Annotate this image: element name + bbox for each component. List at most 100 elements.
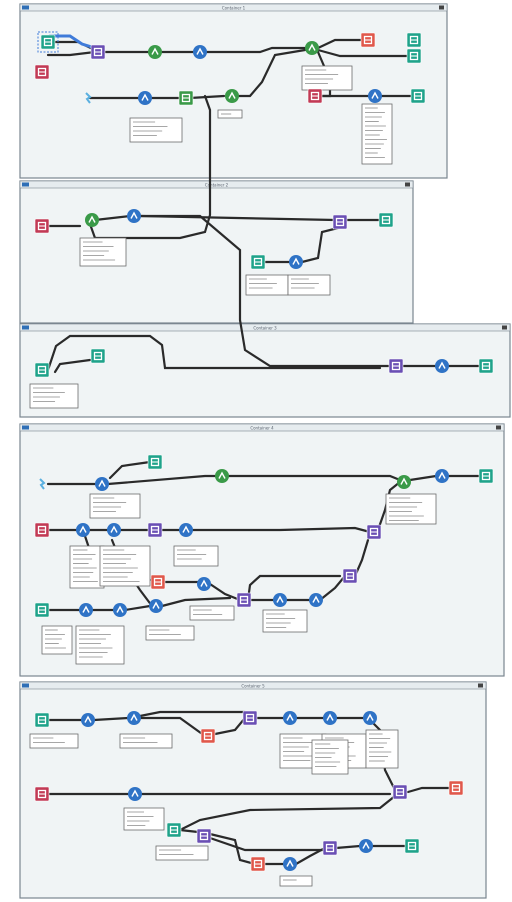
browse-tool[interactable] <box>404 838 420 854</box>
join-tool[interactable] <box>90 44 106 60</box>
field-info-tool[interactable] <box>307 88 323 104</box>
input-data-tool[interactable] <box>250 254 266 270</box>
summarize-tool[interactable] <box>148 45 162 59</box>
select-tool[interactable] <box>193 45 207 59</box>
running-total-tool[interactable] <box>178 90 194 106</box>
crosstab-tool[interactable] <box>397 475 411 489</box>
filter-tool[interactable] <box>128 787 142 801</box>
multi-row-tool[interactable] <box>225 89 239 103</box>
join-tool[interactable] <box>388 358 404 374</box>
regex-tool[interactable] <box>448 780 464 796</box>
annotation-box[interactable] <box>29 733 79 749</box>
select-tool[interactable] <box>113 603 127 617</box>
text-input-icon[interactable] <box>39 478 46 490</box>
formula-tool[interactable] <box>273 593 287 607</box>
input-data-tool-selected[interactable] <box>37 31 59 53</box>
formula-tool[interactable] <box>368 89 382 103</box>
container-c2[interactable]: Container 2 <box>19 180 414 324</box>
annotation-box[interactable] <box>129 117 183 143</box>
dynamic-input-tool[interactable] <box>34 218 50 234</box>
annotation-box[interactable] <box>145 625 195 641</box>
container-collapse-icon[interactable] <box>22 182 29 187</box>
join-tool[interactable] <box>147 522 163 538</box>
formula-tool[interactable] <box>323 711 337 725</box>
dynamic-input-tool[interactable] <box>34 522 50 538</box>
dynamic-input-tool[interactable] <box>34 64 50 80</box>
input-data-tool[interactable] <box>34 362 50 378</box>
container-menu-icon[interactable] <box>439 5 444 10</box>
annotation-box[interactable] <box>311 739 349 775</box>
annotation-box[interactable] <box>262 609 308 633</box>
sort-tool[interactable] <box>138 91 152 105</box>
annotation-box[interactable] <box>79 237 127 267</box>
output-data-tool[interactable] <box>378 212 394 228</box>
unique-tool[interactable] <box>127 711 141 725</box>
union-tool[interactable] <box>366 524 382 540</box>
annotation-box[interactable] <box>29 383 79 409</box>
append-fields-tool[interactable] <box>342 568 358 584</box>
regex-tool[interactable] <box>200 728 216 744</box>
union-tool[interactable] <box>332 214 348 230</box>
text-input-icon[interactable] <box>85 92 92 104</box>
formula-tool[interactable] <box>363 711 377 725</box>
annotation-box[interactable] <box>279 875 313 887</box>
filter-tool[interactable] <box>127 209 141 223</box>
select-tool[interactable] <box>81 713 95 727</box>
container-menu-icon[interactable] <box>478 683 483 688</box>
annotation-box[interactable] <box>155 845 209 861</box>
annotation-box[interactable] <box>217 109 243 119</box>
formula-tool[interactable] <box>79 603 93 617</box>
crosstab-tool[interactable] <box>85 213 99 227</box>
formula-tool[interactable] <box>179 523 193 537</box>
formula-tool[interactable] <box>283 711 297 725</box>
select-tool[interactable] <box>359 839 373 853</box>
crosstab-tool[interactable] <box>305 41 319 55</box>
annotation-box[interactable] <box>89 493 141 519</box>
annotation-box[interactable] <box>385 493 437 525</box>
sort-tool[interactable] <box>149 599 163 613</box>
annotation-box[interactable] <box>189 605 235 621</box>
text-to-columns-tool[interactable] <box>250 856 266 872</box>
formula-tool[interactable] <box>289 255 303 269</box>
annotation-box[interactable] <box>119 733 173 749</box>
join-tool[interactable] <box>242 710 258 726</box>
output-data-tool[interactable] <box>406 32 422 48</box>
annotation-box[interactable] <box>41 625 73 655</box>
select-tool[interactable] <box>435 359 449 373</box>
annotation-box[interactable] <box>69 545 105 589</box>
annotation-box[interactable] <box>123 807 165 831</box>
browse-tool[interactable] <box>478 468 494 484</box>
input-data-tool[interactable] <box>166 822 182 838</box>
select-tool[interactable] <box>309 593 323 607</box>
output-data-tool[interactable] <box>90 348 106 364</box>
annotation-box[interactable] <box>245 274 289 296</box>
join-tool[interactable] <box>236 592 252 608</box>
regex-tool[interactable] <box>360 32 376 48</box>
annotation-box[interactable] <box>75 625 125 665</box>
annotation-box[interactable] <box>99 545 151 587</box>
join-tool[interactable] <box>196 828 212 844</box>
dynamic-input-tool[interactable] <box>34 786 50 802</box>
browse-tool[interactable] <box>147 454 163 470</box>
container-collapse-icon[interactable] <box>22 5 29 10</box>
browse-tool[interactable] <box>478 358 494 374</box>
tools[interactable] <box>34 31 494 872</box>
sample-tool[interactable] <box>435 469 449 483</box>
input-data-tool[interactable] <box>34 602 50 618</box>
annotation-box[interactable] <box>301 65 353 91</box>
formula-tool[interactable] <box>197 577 211 591</box>
container-menu-icon[interactable] <box>502 325 507 330</box>
annotation-box[interactable] <box>361 103 393 165</box>
container-collapse-icon[interactable] <box>22 425 29 430</box>
filter-tool[interactable] <box>76 523 90 537</box>
container-c5[interactable]: Container 5 <box>19 681 487 899</box>
input-data-tool[interactable] <box>34 712 50 728</box>
select-tool[interactable] <box>95 477 109 491</box>
formula-tool[interactable] <box>283 857 297 871</box>
append-fields-tool[interactable] <box>322 840 338 856</box>
annotation-box[interactable] <box>365 729 399 769</box>
container-collapse-icon[interactable] <box>22 325 29 330</box>
text-to-columns-tool[interactable] <box>150 574 166 590</box>
container-menu-icon[interactable] <box>405 182 410 187</box>
container-collapse-icon[interactable] <box>22 683 29 688</box>
